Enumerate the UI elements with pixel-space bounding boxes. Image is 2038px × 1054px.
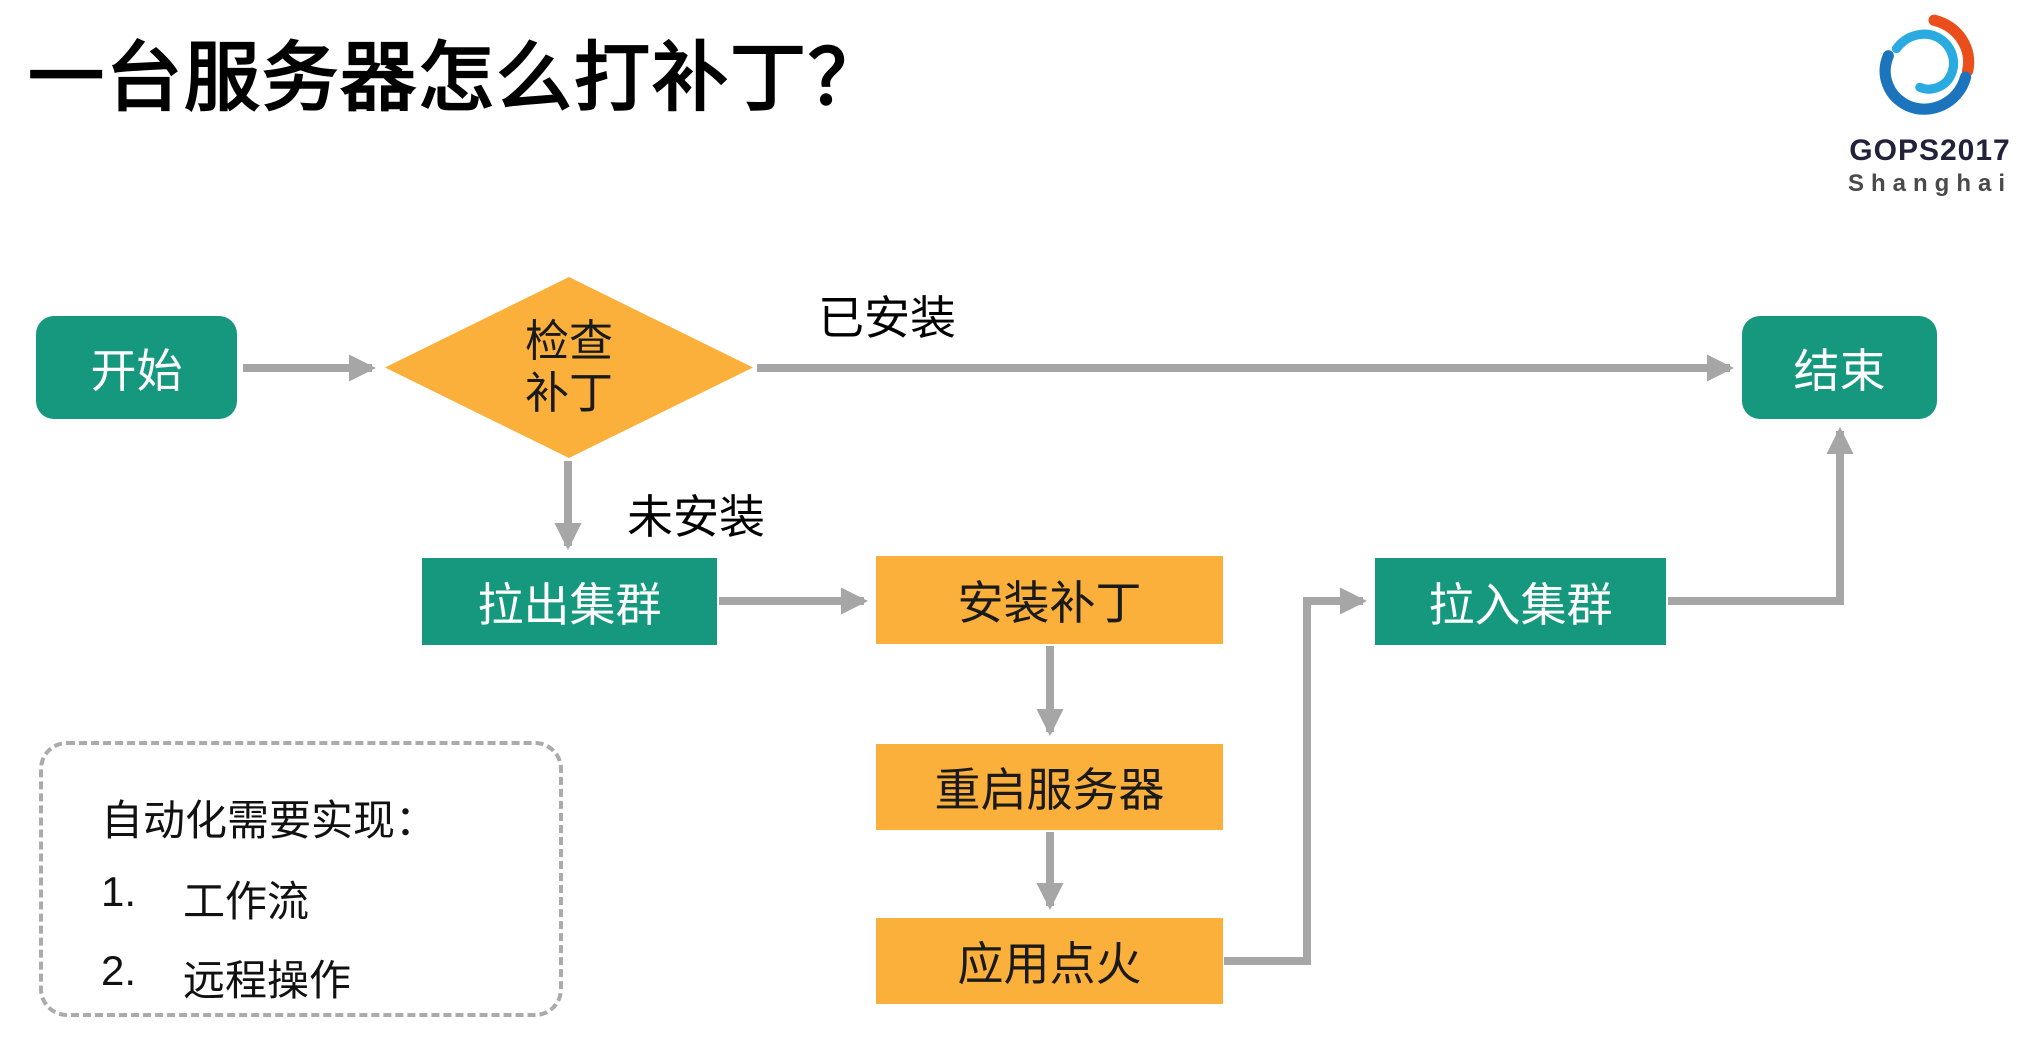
check-patch-line1: 检查 bbox=[525, 316, 613, 366]
note-item-2-number: 2. bbox=[101, 947, 137, 994]
edge-label-not-installed: 未安装 bbox=[627, 491, 765, 543]
gops-logo: GOPS2017 Shanghai bbox=[1840, 8, 2020, 198]
note-item-2-text: 远程操作 bbox=[183, 957, 352, 1004]
logo-text-shanghai: Shanghai bbox=[1847, 170, 2012, 197]
node-end-label: 结束 bbox=[1793, 344, 1886, 397]
node-restart-server: 重启服务器 bbox=[876, 744, 1223, 830]
node-restart-label: 重启服务器 bbox=[934, 764, 1165, 816]
edge-label-installed: 已安装 bbox=[818, 292, 956, 344]
node-end: 结束 bbox=[1742, 316, 1937, 419]
page-title: 一台服务器怎么打补丁？ bbox=[28, 36, 886, 121]
node-app-ignite: 应用点火 bbox=[876, 918, 1223, 1004]
node-install-patch: 安装补丁 bbox=[876, 556, 1223, 644]
check-patch-line2: 补丁 bbox=[525, 368, 613, 418]
note-item: 2. 远程操作 bbox=[101, 947, 539, 1008]
logo-text-gops2017: GOPS2017 bbox=[1849, 134, 2011, 167]
note-box: 自动化需要实现： 1. 工作流 2. 远程操作 bbox=[39, 741, 563, 1017]
node-install-label: 安装补丁 bbox=[957, 577, 1142, 629]
node-pull-in-cluster: 拉入集群 bbox=[1375, 558, 1666, 645]
node-pull-out-label: 拉出集群 bbox=[477, 578, 662, 631]
arrow-ignite-to-pullin bbox=[1224, 587, 1368, 965]
note-item: 1. 工作流 bbox=[101, 868, 539, 929]
node-pull-out-cluster: 拉出集群 bbox=[422, 558, 717, 645]
node-start: 开始 bbox=[36, 316, 237, 419]
node-check-patch: 检查 补丁 bbox=[383, 276, 755, 459]
note-title: 自动化需要实现： bbox=[101, 797, 438, 844]
diamond-shape bbox=[385, 277, 753, 458]
node-start-label: 开始 bbox=[90, 344, 183, 397]
node-pull-in-label: 拉入集群 bbox=[1428, 578, 1613, 631]
node-ignite-label: 应用点火 bbox=[957, 938, 1142, 990]
note-item-1-number: 1. bbox=[101, 868, 137, 915]
node-check-patch-label: 检查 补丁 bbox=[383, 276, 755, 459]
gops-swirl-icon bbox=[1879, 14, 1975, 115]
note-item-1-text: 工作流 bbox=[183, 878, 310, 925]
arrow-pullin-to-end bbox=[1668, 426, 1854, 605]
